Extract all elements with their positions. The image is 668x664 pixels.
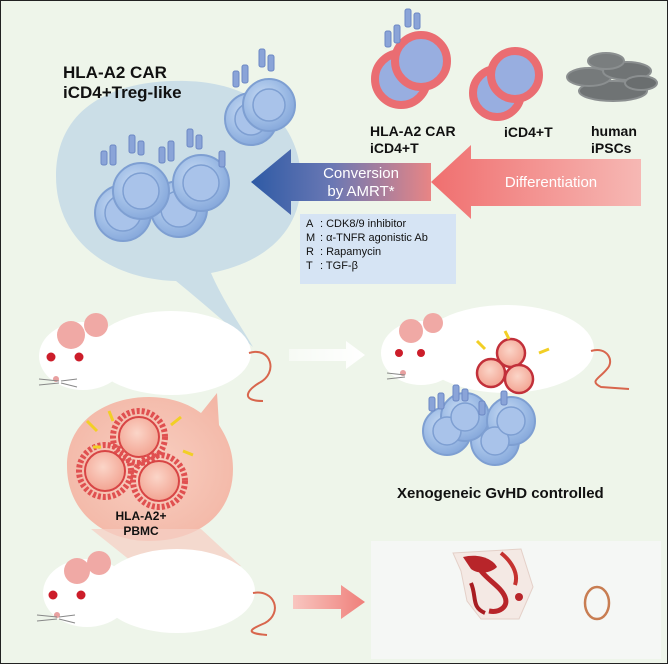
pbmc-label-line1: HLA-A2+ bbox=[115, 509, 167, 523]
treg-cell bbox=[242, 78, 296, 132]
icd4-t-cells bbox=[469, 47, 543, 121]
treg-cell bbox=[172, 154, 230, 212]
treg-cell-cluster-right bbox=[422, 384, 536, 466]
treg-cell-pair-top bbox=[224, 48, 296, 146]
conversion-arrow bbox=[251, 149, 431, 215]
amrt-legend-row: T: TGF-β bbox=[306, 260, 358, 272]
conversion-label-line1: Conversion bbox=[323, 165, 399, 182]
treg-title-line2: iCD4+Treg-like bbox=[63, 83, 182, 102]
ipsc-label-line2: iPSCs bbox=[591, 140, 632, 156]
ipsc-colony bbox=[566, 52, 658, 102]
treg-cell bbox=[112, 162, 170, 220]
pbmc-label-line2: PBMC bbox=[123, 524, 159, 538]
car-cd4-label-line1: HLA-A2 CAR bbox=[370, 123, 456, 139]
amrt-legend-row: M: α-TNFR agonistic Ab bbox=[306, 232, 428, 244]
outcome-label: Xenogeneic GvHD controlled bbox=[397, 485, 604, 502]
pbmc-cell bbox=[76, 442, 134, 500]
arrow-pink-bottom bbox=[293, 585, 365, 619]
conversion-label-line2: by AMRT* bbox=[327, 183, 395, 200]
icd4-label: iCD4+T bbox=[504, 124, 553, 140]
differentiation-arrow bbox=[431, 145, 641, 219]
amrt-legend-row: A: CDK8/9 inhibitor bbox=[306, 218, 407, 230]
car-receptors bbox=[100, 128, 226, 168]
car-cd4-label-line2: iCD4+T bbox=[370, 140, 419, 156]
mouse-bottom-left bbox=[36, 549, 276, 636]
mouse-top-left bbox=[38, 311, 272, 402]
pbmc-cell bbox=[110, 408, 168, 466]
car-cd4-cells bbox=[371, 8, 451, 109]
arrow-white-top bbox=[289, 341, 365, 369]
treg-cell-cluster bbox=[94, 128, 230, 242]
tissue-section-image bbox=[371, 541, 661, 659]
differentiation-label: Differentiation bbox=[504, 174, 598, 191]
amrt-legend-box: A: CDK8/9 inhibitor M: α-TNFR agonistic … bbox=[300, 214, 456, 284]
pbmc-spiky-cells bbox=[76, 408, 194, 510]
ipsc-label-line1: human bbox=[591, 123, 637, 139]
mouse-top-right bbox=[381, 305, 630, 395]
inhibited-pbmc bbox=[475, 337, 535, 395]
pbmc-cell bbox=[130, 452, 188, 510]
treg-title-line1: HLA-A2 CAR bbox=[63, 63, 167, 82]
amrt-legend-row: R: Rapamycin bbox=[306, 246, 382, 258]
